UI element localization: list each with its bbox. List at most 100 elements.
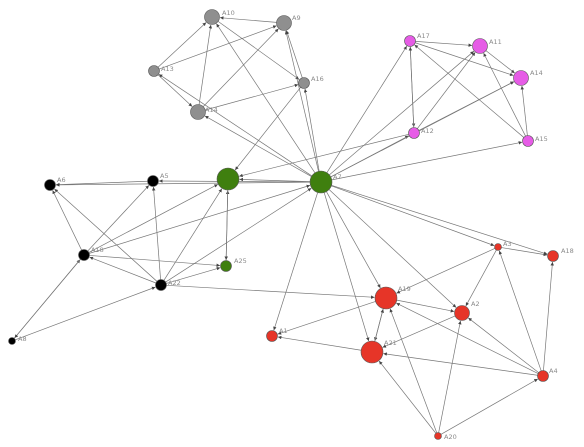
edge-A22-A5 — [151, 186, 161, 280]
node-A17[interactable] — [404, 35, 416, 47]
node-label-A18b: A18 — [91, 246, 104, 254]
edge-A7-G1 — [239, 177, 311, 182]
edge-A12-G1 — [239, 133, 409, 178]
edge-A3-A2 — [465, 249, 497, 307]
edge-A22-A6 — [54, 188, 158, 282]
node-A22[interactable] — [155, 279, 167, 291]
node-A14[interactable] — [513, 70, 529, 86]
edge-A16-A9 — [285, 30, 303, 78]
nodes-layer — [8, 9, 559, 440]
edge-A20-A2 — [438, 320, 462, 433]
edge-A22-A19 — [166, 284, 375, 299]
edges-layer — [13, 16, 554, 435]
node-A14g[interactable] — [190, 104, 206, 120]
node-label-A16: A16 — [311, 75, 324, 83]
node-label-A5: A5 — [160, 172, 169, 180]
node-label-A9: A9 — [292, 14, 301, 22]
node-label-A11: A11 — [489, 38, 502, 46]
edge-A15-A14 — [520, 85, 528, 136]
node-label-A15: A15 — [535, 135, 548, 143]
node-label-A14g: A14 — [205, 106, 218, 114]
node-label-A22: A22 — [168, 279, 181, 287]
edge-A11-A14 — [485, 50, 515, 74]
edge-A4-A3 — [498, 250, 542, 371]
node-A4[interactable] — [537, 370, 549, 382]
node-label-A25: A25 — [234, 257, 247, 265]
edge-A7-A19 — [326, 191, 381, 289]
edge-A14g-A10 — [198, 24, 213, 105]
edge-A8-A22 — [15, 286, 156, 341]
edge-A3-A18 — [501, 247, 548, 257]
edge-A12-A17 — [408, 46, 415, 128]
edge-A7-A17 — [326, 45, 408, 173]
edge-A13-A14g — [157, 74, 193, 107]
node-A18b[interactable] — [78, 249, 90, 261]
edge-A7-A18 — [331, 185, 548, 255]
node-A6[interactable] — [44, 179, 56, 191]
node-A15[interactable] — [522, 135, 534, 147]
edge-A19-A2 — [396, 299, 455, 313]
node-label-A10: A10 — [222, 9, 235, 17]
node-A11[interactable] — [472, 38, 488, 54]
edge-A21-A1 — [277, 335, 362, 351]
edge-A20-A21 — [378, 360, 437, 434]
edge-A18b-G1 — [88, 184, 218, 253]
node-A25[interactable] — [220, 260, 232, 272]
edge-A7-A2 — [328, 189, 457, 308]
edge-A4-A19 — [396, 302, 539, 374]
node-A8[interactable] — [8, 337, 16, 345]
edge-A9-A10 — [219, 16, 277, 23]
node-A20[interactable] — [434, 432, 442, 440]
edge-A22-G1 — [163, 188, 223, 281]
edge-A7-A16 — [303, 88, 320, 172]
edge-A7-A15 — [331, 141, 523, 181]
edge-A22-A7 — [165, 187, 312, 283]
node-A16[interactable] — [298, 77, 310, 89]
edge-A18b-A25 — [89, 255, 221, 268]
edge-A7-A13 — [158, 74, 313, 177]
edge-A7-A3 — [331, 185, 495, 247]
edge-A22-A25 — [166, 266, 221, 284]
node-label-A12: A12 — [421, 127, 434, 135]
node-label-A13: A13 — [161, 65, 174, 73]
edge-A16-G1 — [234, 87, 301, 171]
edge-A14g-A9 — [202, 28, 279, 107]
node-label-A21: A21 — [384, 339, 397, 347]
node-G1[interactable] — [216, 167, 240, 191]
edge-A7-A1 — [273, 192, 318, 331]
edge-A4-A18 — [543, 261, 554, 371]
edge-A4-A21 — [383, 352, 538, 376]
node-A10[interactable] — [204, 9, 220, 25]
node-A1[interactable] — [266, 330, 278, 342]
edge-A22-A18b — [89, 256, 157, 284]
node-label-A18: A18 — [561, 247, 574, 255]
node-label-A8: A8 — [18, 335, 27, 343]
edge-A7-A21 — [323, 192, 370, 342]
node-A9[interactable] — [276, 15, 292, 31]
node-label-A14: A14 — [530, 69, 543, 77]
node-A7[interactable] — [309, 170, 333, 194]
node-A5[interactable] — [147, 175, 159, 187]
node-label-A3: A3 — [503, 240, 512, 248]
edge-A17-A11 — [415, 41, 473, 47]
edge-A15-A17 — [414, 44, 525, 138]
node-A19[interactable] — [374, 286, 398, 310]
node-label-A2: A2 — [471, 300, 480, 308]
node-A12[interactable] — [408, 127, 420, 139]
node-label-A4: A4 — [549, 367, 558, 375]
node-A21[interactable] — [360, 340, 384, 364]
edge-A13-A10 — [157, 22, 207, 68]
edge-A15-A11 — [483, 52, 526, 137]
node-A3[interactable] — [494, 243, 502, 251]
node-A2[interactable] — [454, 305, 470, 321]
node-label-A20: A20 — [444, 433, 457, 441]
node-A18[interactable] — [547, 250, 559, 262]
node-label-A7: A7 — [333, 173, 342, 181]
edge-A7-A11 — [329, 50, 475, 176]
edge-A18b-A5 — [87, 185, 150, 252]
node-A13[interactable] — [148, 65, 160, 77]
edge-A5-A6 — [55, 180, 148, 187]
node-label-A17: A17 — [417, 32, 430, 40]
node-label-A19: A19 — [398, 285, 411, 293]
